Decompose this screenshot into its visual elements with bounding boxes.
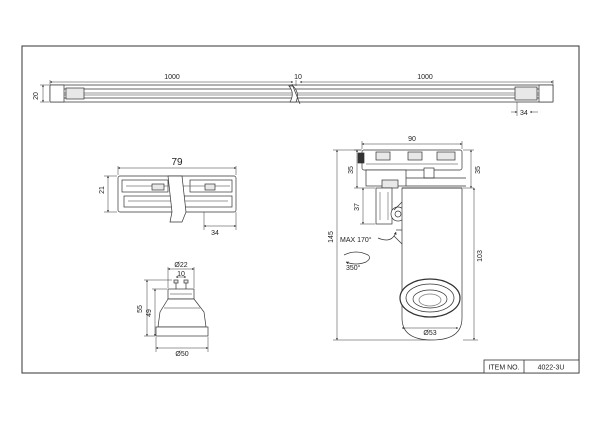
spotlight-tilt-label: MAX 170°: [340, 236, 372, 244]
track-joint: [288, 85, 298, 103]
tilt-arrow-icon: [377, 231, 397, 241]
lamp-reflector-height-label: 49: [146, 309, 153, 317]
connector-length-label: 79: [171, 157, 183, 168]
connector-height-label: 21: [99, 186, 106, 194]
track-end-offset-label: 34: [520, 110, 528, 117]
spotlight-adapter-height-right-label: 35: [475, 166, 482, 174]
spotlight-adapter-height-label: 35: [348, 166, 355, 174]
item-number-label: ITEM NO.: [488, 365, 519, 372]
connector-view: [117, 175, 237, 223]
lamp-reflector: [157, 298, 207, 328]
spotlight-total-height-label: 145: [328, 231, 335, 243]
spotlight-rotation-label: 350°: [346, 264, 361, 272]
lamp-pin-spacing-label: 10: [177, 271, 185, 278]
connector-dimensions: [104, 166, 237, 230]
spotlight-body-height-label: 103: [477, 250, 484, 262]
drawing-frame: [21, 45, 580, 374]
rotation-arrow-icon: [343, 251, 370, 265]
lamp-total-height-label: 55: [137, 305, 144, 313]
track-left-length-label: 1000: [164, 74, 180, 81]
lamp-view: [155, 279, 209, 337]
track-height-label: 20: [33, 92, 40, 100]
track-right-length-label: 1000: [417, 74, 433, 81]
lamp-lens: [155, 326, 209, 337]
spotlight-dimensions: [333, 141, 478, 341]
lamp-diameter-label: Ø50: [175, 351, 188, 358]
track-joint-label: 10: [294, 74, 302, 81]
spotlight-neck: [375, 187, 393, 225]
lamp-base-diameter-label: Ø22: [174, 262, 187, 269]
track-left-end-cap: [49, 84, 65, 103]
track-rail-view: [49, 83, 554, 105]
connector-sleeve: [167, 175, 187, 223]
lamp-dimensions: [144, 267, 209, 352]
track-dimensions: [40, 80, 554, 116]
spotlight-width-label: 90: [408, 136, 416, 143]
connector-offset-label: 34: [211, 230, 219, 237]
item-number-value: 4022-3U: [538, 365, 565, 372]
track-right-end-cap: [538, 84, 554, 103]
title-block: [483, 359, 580, 374]
spotlight-view: [357, 149, 466, 341]
spotlight-neck-label: 37: [354, 203, 361, 211]
spotlight-diameter-label: Ø53: [423, 330, 436, 337]
track-rail-body: [49, 84, 554, 103]
